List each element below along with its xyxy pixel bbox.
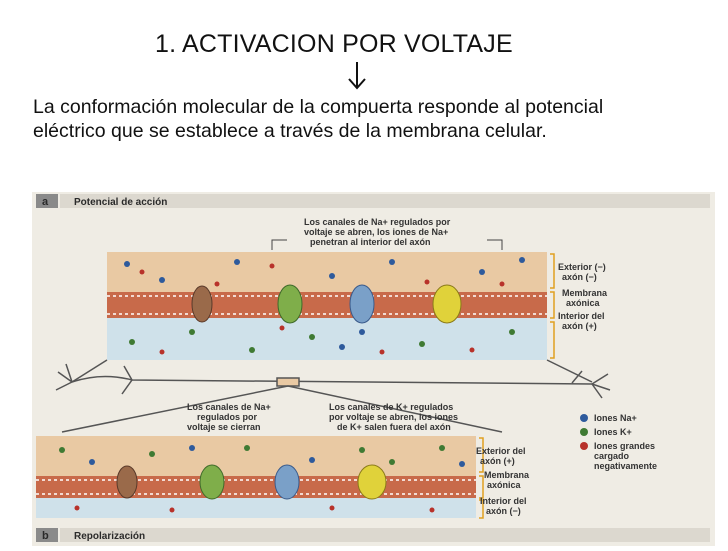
panel-b-k-callout-3: de K+ salen fuera del axón	[337, 422, 451, 432]
panel-b-k-callout-2: por voltaje se abren, los iones	[329, 412, 458, 422]
panel-b-na-callout-1: Los canales de Na+	[187, 402, 271, 412]
legend-anion-swatch	[580, 442, 588, 450]
panel-a-exterior	[107, 252, 547, 292]
panel-b-labels: Exterior del axón (+) Membrana axónica I…	[476, 437, 530, 519]
panel-a-membrane-label-2: axónica	[566, 298, 601, 308]
legend-na-label: Iones Na+	[594, 413, 637, 423]
panel-a-membrane-label-1: Membrana	[562, 288, 608, 298]
panel-a-callout: Los canales de Na+ regulados por voltaje…	[271, 217, 503, 250]
panel-a-callout-line-1: Los canales de Na+ regulados por	[304, 217, 451, 227]
legend-na-swatch	[580, 414, 588, 422]
panel-a-interior-label-1: Interior del	[558, 311, 605, 321]
legend-anion-label-3: negativamente	[594, 461, 657, 471]
panel-a-letter: a	[42, 196, 49, 208]
panel-a-interior-label-2: axón (+)	[562, 321, 597, 331]
panel-a-membrane	[107, 252, 547, 360]
slide-paragraph: La conformación molecular de la compuert…	[33, 96, 604, 142]
panel-b-membrane-label-2: axónica	[487, 480, 522, 490]
panel-b-letter: b	[42, 530, 49, 542]
panel-b-exterior-label-1: Exterior del	[476, 446, 526, 456]
panel-b-k-callout-1: Los canales de K+ regulados	[329, 402, 453, 412]
legend-anion-label-1: Iones grandes	[594, 441, 655, 451]
down-arrow-icon	[348, 62, 366, 90]
slide-title: 1. ACTIVACION POR VOLTAJE	[155, 30, 513, 58]
legend-k-label: Iones K+	[594, 427, 632, 437]
panel-b-interior-label-1: Interior del	[480, 496, 527, 506]
panel-b-interior-label-2: axón (−)	[486, 506, 521, 516]
panel-a-letter-box	[36, 194, 58, 208]
neuron-illustration	[55, 359, 611, 433]
panel-b-na-callout-3: voltaje se cierran	[187, 422, 261, 432]
panel-a-labels: Exterior (−) axón (−) Membrana axónica I…	[550, 253, 608, 359]
panel-a-callout-line-2: voltaje se abren, los iones de Na+	[304, 227, 448, 237]
panel-a-exterior-label-1: Exterior (−)	[558, 262, 606, 272]
legend-k-swatch	[580, 428, 588, 436]
panel-b-exterior	[36, 436, 476, 476]
panel-b-membrane	[36, 436, 476, 518]
panel-b-na-callout-2: regulados por	[197, 412, 258, 422]
panel-a-heading: Potencial de acción	[74, 197, 167, 208]
legend-anion-label-2: cargado	[594, 451, 630, 461]
panel-b-header-bar	[60, 528, 710, 542]
panel-a-header-bar	[60, 194, 710, 208]
panel-b-membrane-label-1: Membrana	[484, 470, 530, 480]
panel-b-callouts: Los canales de Na+ regulados por voltaje…	[187, 402, 458, 432]
axon-membrane-figure: a Potencial de acción Los canales de Na+…	[32, 192, 715, 546]
panel-a-interior	[107, 318, 547, 360]
ion-legend: Iones Na+ Iones K+ Iones grandes cargado…	[580, 413, 657, 471]
panel-b-interior	[36, 498, 476, 518]
panel-a-exterior-label-2: axón (−)	[562, 272, 597, 282]
figure-svg: a Potencial de acción Los canales de Na+…	[36, 194, 710, 542]
panel-a-callout-line-3: penetran al interior del axón	[310, 237, 431, 247]
panel-b-exterior-label-2: axón (+)	[480, 456, 515, 466]
panel-b-heading: Repolarización	[74, 531, 145, 542]
panel-b-letter-box	[36, 528, 58, 542]
